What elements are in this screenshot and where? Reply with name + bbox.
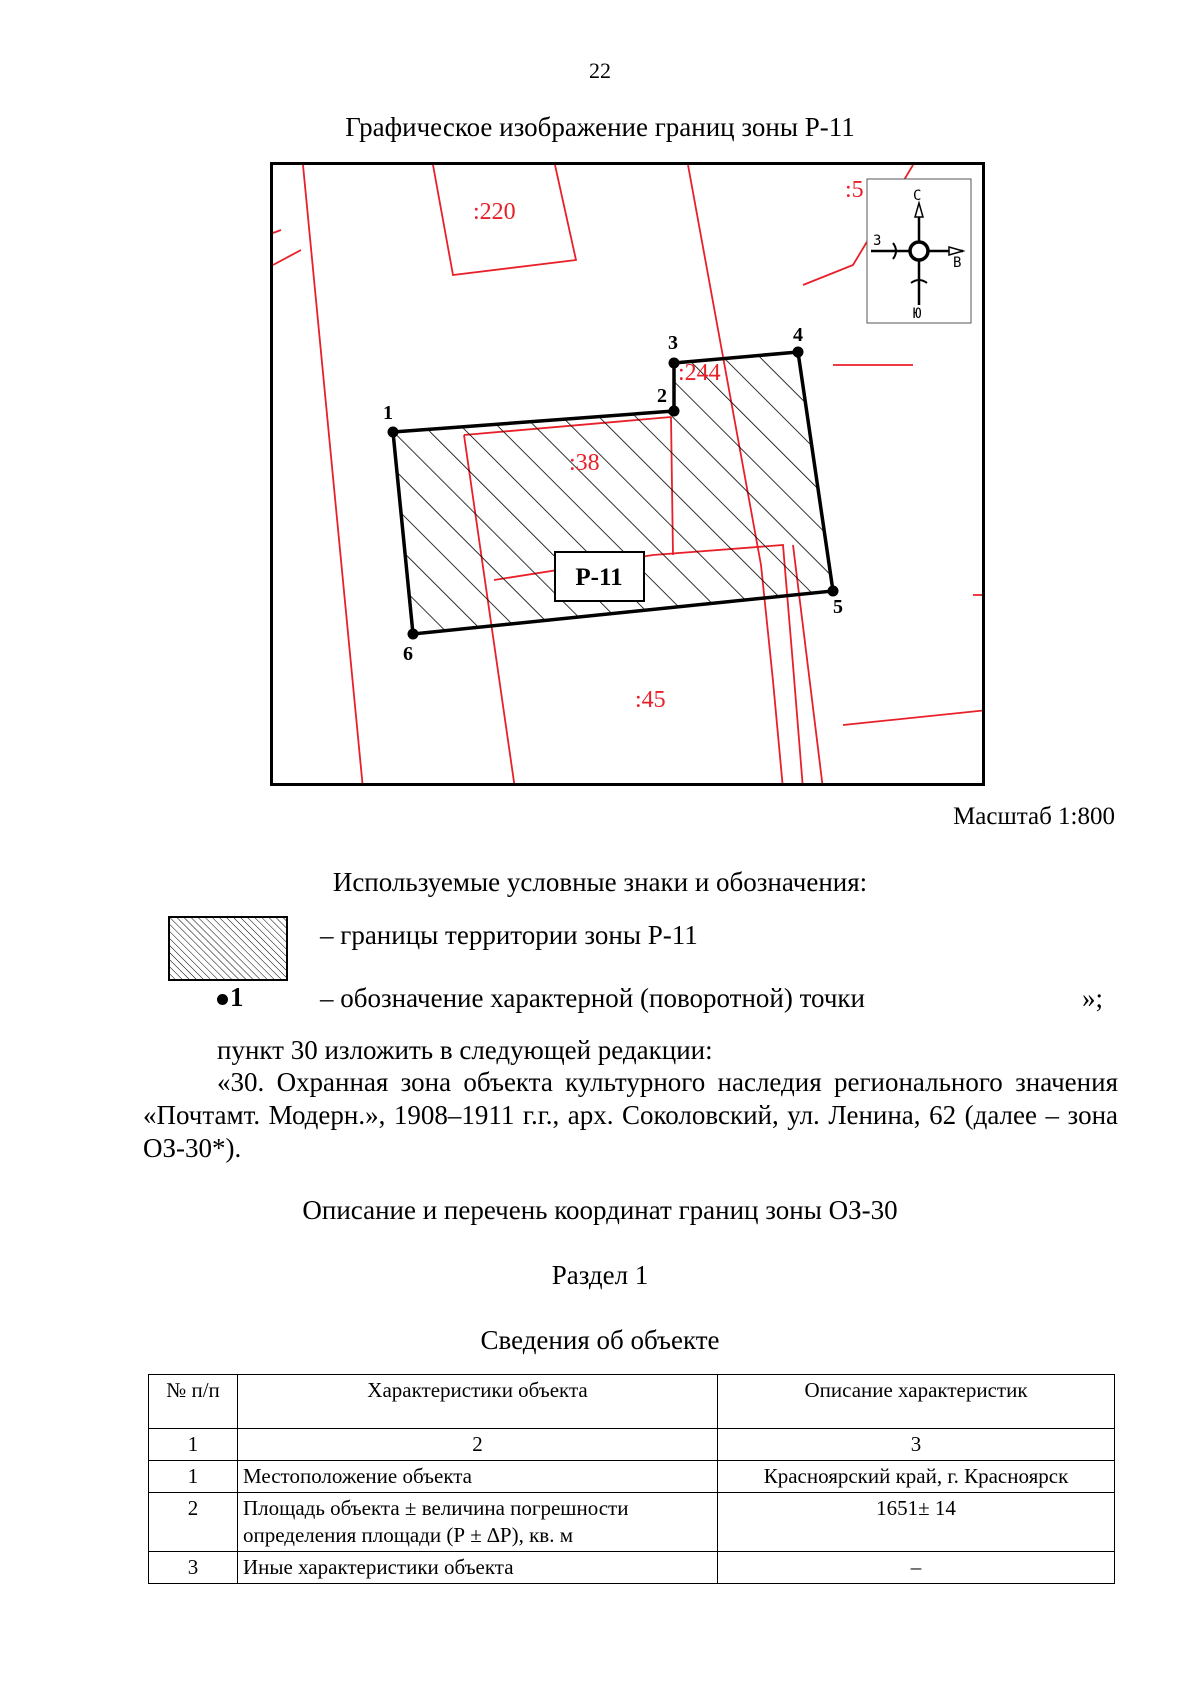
paragraph-zone-definition: «30. Охранная зона объекта культурного н… xyxy=(143,1066,1118,1165)
legend-zone-description: – границы территории зоны Р-11 xyxy=(320,920,698,950)
parcel-label: :220 xyxy=(473,199,516,225)
section-heading: Описание и перечень координат границ зон… xyxy=(302,1195,898,1225)
parcel-label: :5 xyxy=(845,177,864,203)
zone-label-box xyxy=(554,551,645,602)
table-cell: Красноярский край, г. Красноярск xyxy=(717,1460,1115,1493)
table-cell: 2 xyxy=(148,1492,238,1552)
point-label: 4 xyxy=(793,324,803,346)
object-info-table: № п/п Характеристики объекта Описание ха… xyxy=(148,1374,1115,1584)
table-cell: 1651± 14 xyxy=(717,1492,1115,1552)
page-number: 22 xyxy=(589,58,611,83)
zone-map-drawing: 1 2 3 4 5 6 :220 :5 :244 :38 :45 Р-11 С xyxy=(273,165,982,783)
table-header-cell: Описание характеристик xyxy=(717,1374,1115,1429)
table-cell: 3 xyxy=(717,1428,1115,1461)
legend-closing-quote: »; xyxy=(1082,983,1104,1013)
point-label: 3 xyxy=(668,332,678,354)
point-label: 1 xyxy=(383,402,393,424)
map-title: Графическое изображение границ зоны Р-11 xyxy=(345,112,855,142)
table-cell: 2 xyxy=(237,1428,718,1461)
legend-point-symbol: 1 xyxy=(217,982,244,1013)
table-cell: 1 xyxy=(148,1428,238,1461)
parcel-label: :244 xyxy=(678,360,721,386)
table-header-cell: № п/п xyxy=(148,1374,238,1429)
parcel-label: :38 xyxy=(569,450,600,476)
compass-east: В xyxy=(953,255,961,271)
table-cell: Площадь объекта ± величина погрешности о… xyxy=(237,1492,718,1552)
compass-west: З xyxy=(873,233,881,249)
zone-map: 1 2 3 4 5 6 :220 :5 :244 :38 :45 Р-11 С xyxy=(270,162,985,786)
table-cell: 3 xyxy=(148,1551,238,1584)
compass-south: Ю xyxy=(913,306,922,322)
table-cell: – xyxy=(717,1551,1115,1584)
section-subheading-2: Сведения об объекте xyxy=(480,1325,720,1355)
legend-title: Используемые условные знаки и обозначени… xyxy=(332,867,868,897)
point-label: 2 xyxy=(657,385,667,407)
table-numbering-row: 1 2 3 xyxy=(148,1428,1115,1461)
point-dot-icon xyxy=(217,994,228,1005)
point-label: 6 xyxy=(403,643,413,665)
hatched-zone-legend-icon xyxy=(168,916,288,981)
map-scale: Масштаб 1:800 xyxy=(953,803,1115,830)
table-row: 1 Местоположение объекта Красноярский кр… xyxy=(148,1460,1115,1493)
table-header-row: № п/п Характеристики объекта Описание ха… xyxy=(148,1374,1115,1429)
zone-label: Р-11 xyxy=(575,564,622,591)
compass-rose-icon: С Ю З В xyxy=(866,178,972,324)
table-header-cell: Характеристики объекта xyxy=(237,1374,718,1429)
section-subheading: Раздел 1 xyxy=(551,1260,649,1290)
boundary-points xyxy=(387,346,839,640)
table-cell: Иные характеристики объекта xyxy=(237,1551,718,1584)
table-cell: 1 xyxy=(148,1460,238,1493)
legend-point-number: 1 xyxy=(230,982,244,1012)
point-label: 5 xyxy=(833,596,843,618)
table-row: 3 Иные характеристики объекта – xyxy=(148,1551,1115,1584)
legend-point-description: – обозначение характерной (поворотной) т… xyxy=(320,983,865,1013)
parcel-label: :45 xyxy=(635,687,666,713)
paragraph-zone-definition-text: «30. Охранная зона объекта культурного н… xyxy=(143,1067,1118,1163)
compass-north: С xyxy=(913,188,921,204)
paragraph-intro: пункт 30 изложить в следующей редакции: xyxy=(217,1035,713,1065)
table-row: 2 Площадь объекта ± величина погрешности… xyxy=(148,1492,1115,1552)
table-cell: Местоположение объекта xyxy=(237,1460,718,1493)
